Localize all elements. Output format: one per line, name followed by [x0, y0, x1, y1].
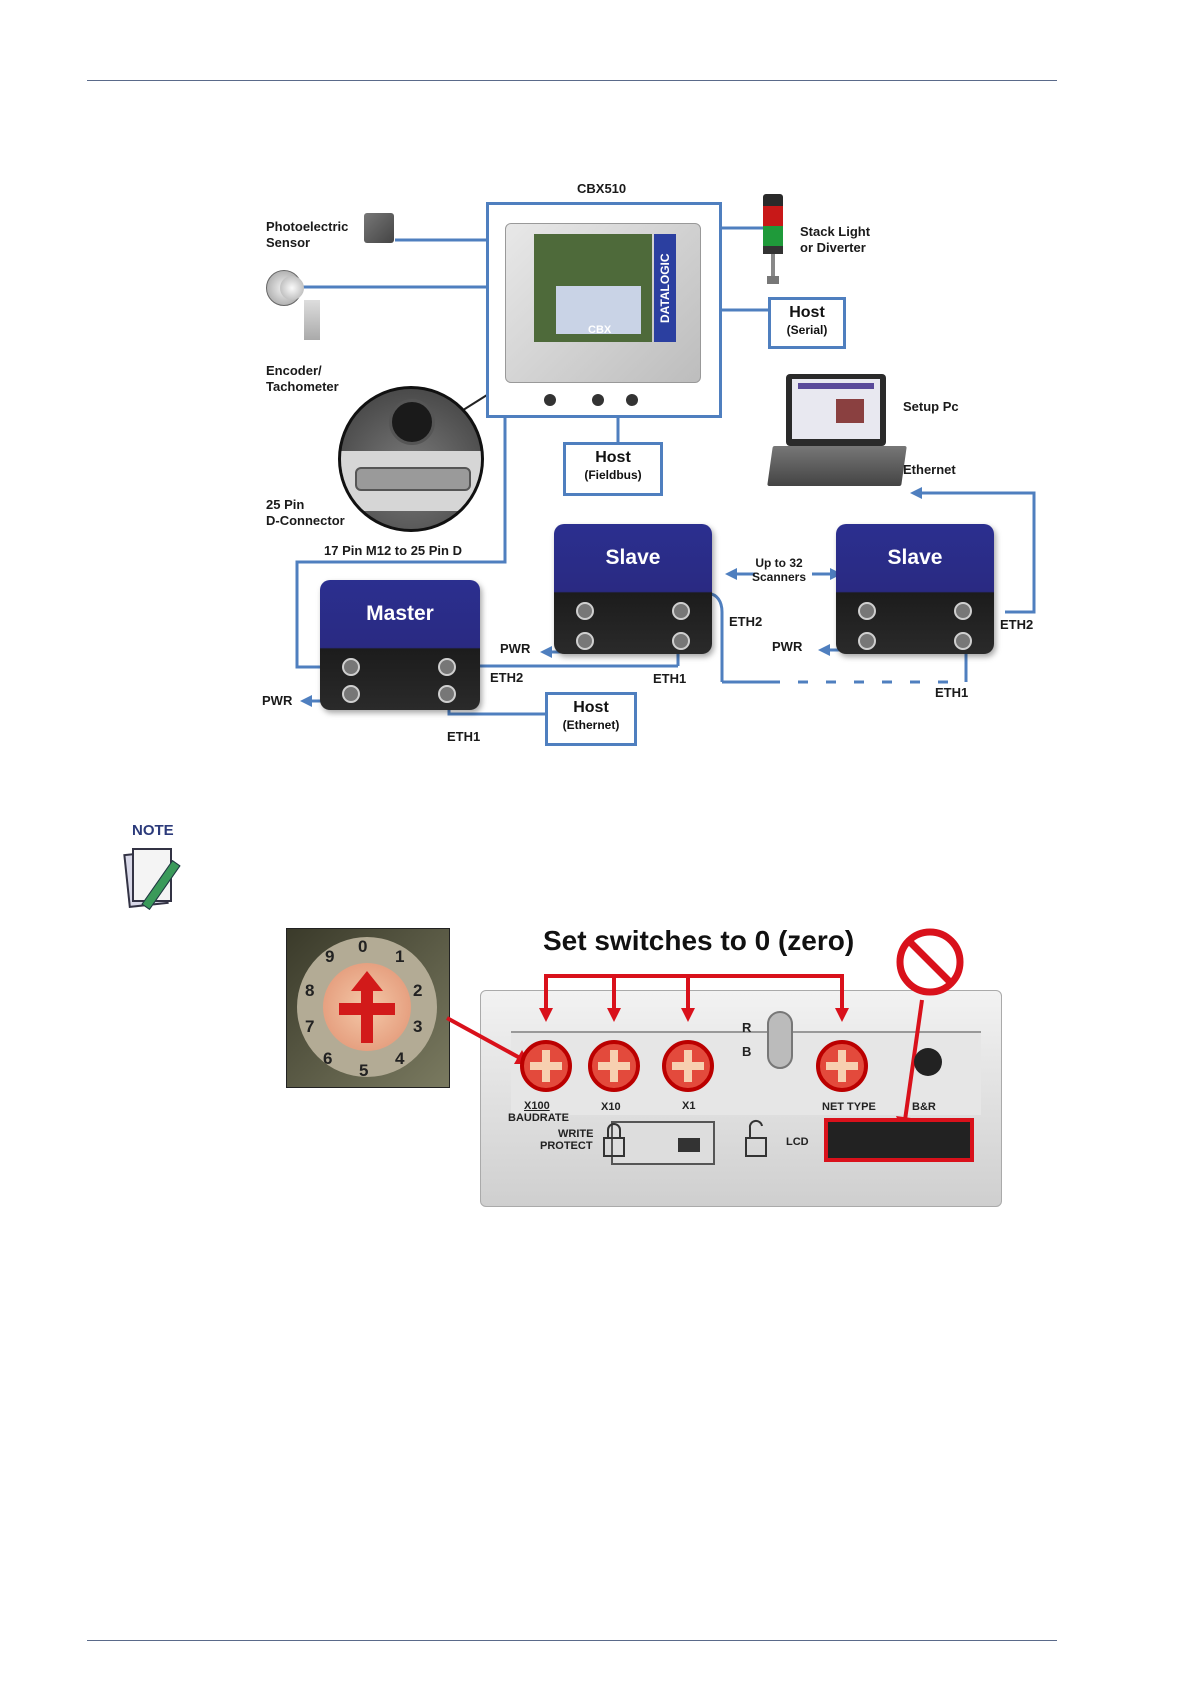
- switches-title: Set switches to 0 (zero): [543, 925, 855, 956]
- baudrate-label: BAUDRATE: [508, 1112, 569, 1124]
- cbx-model-label: CBX: [588, 324, 612, 336]
- note-icon: NOTE: [122, 822, 192, 910]
- slave-right-eth1-label: ETH1: [935, 685, 969, 700]
- cbx510-enclosure: DATALOGIC CBX: [505, 223, 701, 406]
- dsub-25-icon: [355, 467, 471, 491]
- b-label: B: [742, 1044, 752, 1059]
- net-type-label: NET TYPE: [822, 1101, 876, 1113]
- switch-board: [480, 990, 1002, 1207]
- slave-scanner-left: Slave: [554, 524, 712, 654]
- header-rule: [87, 80, 1057, 81]
- ethernet-label: Ethernet: [903, 462, 956, 477]
- laptop-icon: [767, 374, 907, 494]
- padlock-icons: [603, 1119, 767, 1157]
- prohibited-icon: [896, 928, 964, 996]
- photoelectric-sensor-icon: [364, 213, 394, 243]
- master-scanner: Master: [320, 580, 480, 710]
- slave-left-eth1-label: ETH1: [653, 671, 687, 686]
- lcd-label: LCD: [786, 1136, 809, 1148]
- slave-scanner-right: Slave: [836, 524, 994, 654]
- cbx510-frame: DATALOGIC CBX: [486, 202, 722, 418]
- dial-zoom: 0 1 2 3 4 5 6 7 8 9: [286, 928, 450, 1088]
- slave-left-eth2-label: ETH2: [729, 614, 763, 629]
- circuit-board: [534, 234, 652, 342]
- write-label: WRITE: [558, 1128, 594, 1140]
- master-pwr-label: PWR: [262, 693, 293, 708]
- encoder-label: Encoder/Tachometer: [266, 363, 339, 394]
- host-ethernet-box: Host (Ethernet): [545, 692, 637, 746]
- protect-label: PROTECT: [540, 1140, 593, 1152]
- slave-left-pwr-label: PWR: [500, 641, 531, 656]
- x100-label: X100: [524, 1100, 550, 1112]
- r-label: R: [742, 1020, 752, 1035]
- cable-label: 17 Pin M12 to 25 Pin D: [324, 543, 462, 558]
- br-label: B&R: [912, 1101, 936, 1113]
- slave-right-eth2-label: ETH2: [1000, 617, 1034, 632]
- setup-pc-label: Setup Pc: [903, 399, 959, 414]
- footer-rule: [87, 1640, 1057, 1641]
- slave-right-pwr-label: PWR: [772, 639, 803, 654]
- host-fieldbus-box: Host (Fieldbus): [563, 442, 663, 496]
- host-serial-box: Host (Serial): [768, 297, 846, 349]
- x10-label: X10: [601, 1101, 621, 1113]
- note-icon-label: NOTE: [132, 822, 174, 839]
- master-eth1-label: ETH1: [447, 729, 481, 744]
- dial-digits: 0 1 2 3 4 5 6 7 8 9: [305, 937, 423, 1080]
- x1-label: X1: [682, 1100, 696, 1112]
- stack-light-icon: [763, 194, 783, 286]
- dial-arrow-icon: [339, 971, 395, 1043]
- master-eth2-label: ETH2: [490, 670, 524, 685]
- dconnector-zoom: [338, 386, 484, 532]
- cbx-title: CBX510: [577, 181, 627, 196]
- encoder-icon: [266, 270, 326, 350]
